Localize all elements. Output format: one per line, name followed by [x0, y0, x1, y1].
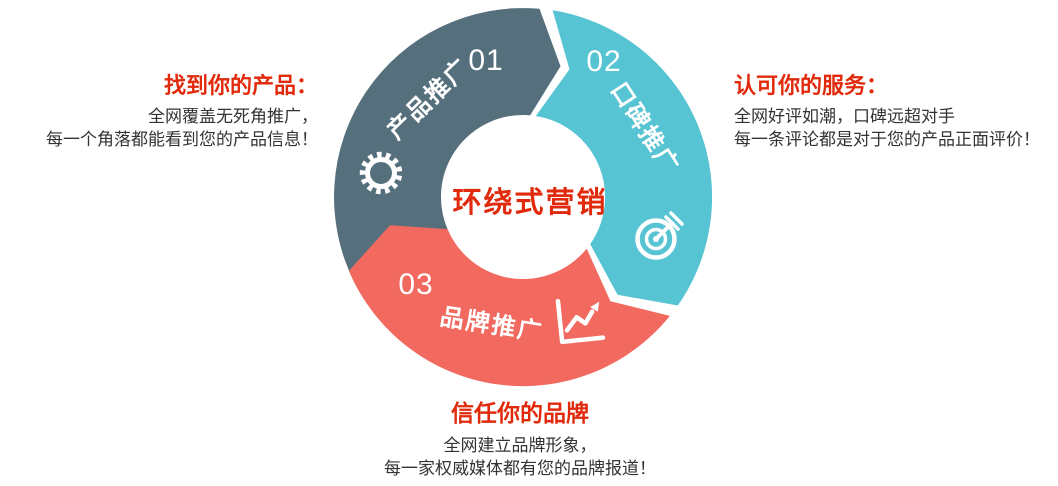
segment-product-number: 01: [468, 44, 504, 77]
callout-recognize-service-line1: 全网好评如潮，口碑远超对手: [734, 107, 955, 126]
callout-find-product: 找到你的产品： 全网覆盖无死角推广， 每一个角落都能看到您的产品信息！: [0, 74, 318, 151]
segment-product-shape: [334, 8, 561, 283]
chart-icon: [555, 298, 606, 345]
callout-trust-brand-line1: 全网建立品牌形象，: [443, 436, 597, 455]
segment-brand-shape: [348, 225, 670, 387]
diagram-center-title: 环绕式营销: [452, 187, 608, 219]
target-icon: [635, 211, 684, 260]
callout-trust-brand: 信任你的品牌 全网建立品牌形象， 每一家权威媒体都有您的品牌报道！: [335, 401, 705, 480]
callout-find-product-line1: 全网覆盖无死角推广，: [148, 107, 318, 126]
segment-reputation-shape: [535, 10, 713, 306]
callout-recognize-service: 认可你的服务： 全网好评如潮，口碑远超对手 每一条评论都是对于您的产品正面评价！: [734, 74, 1058, 151]
callout-recognize-service-line2: 每一条评论都是对于您的产品正面评价！: [734, 130, 1040, 149]
callout-recognize-service-heading: 认可你的服务：: [734, 73, 889, 98]
callout-find-product-heading: 找到你的产品：: [163, 73, 318, 98]
segment-reputation-number: 02: [586, 45, 622, 78]
callout-trust-brand-line2: 每一家权威媒体都有您的品牌报道！: [384, 459, 656, 478]
callout-find-product-line2: 每一个角落都能看到您的产品信息！: [46, 130, 318, 149]
callout-trust-brand-heading: 信任你的品牌: [451, 400, 589, 426]
segment-brand-number: 03: [398, 268, 434, 301]
